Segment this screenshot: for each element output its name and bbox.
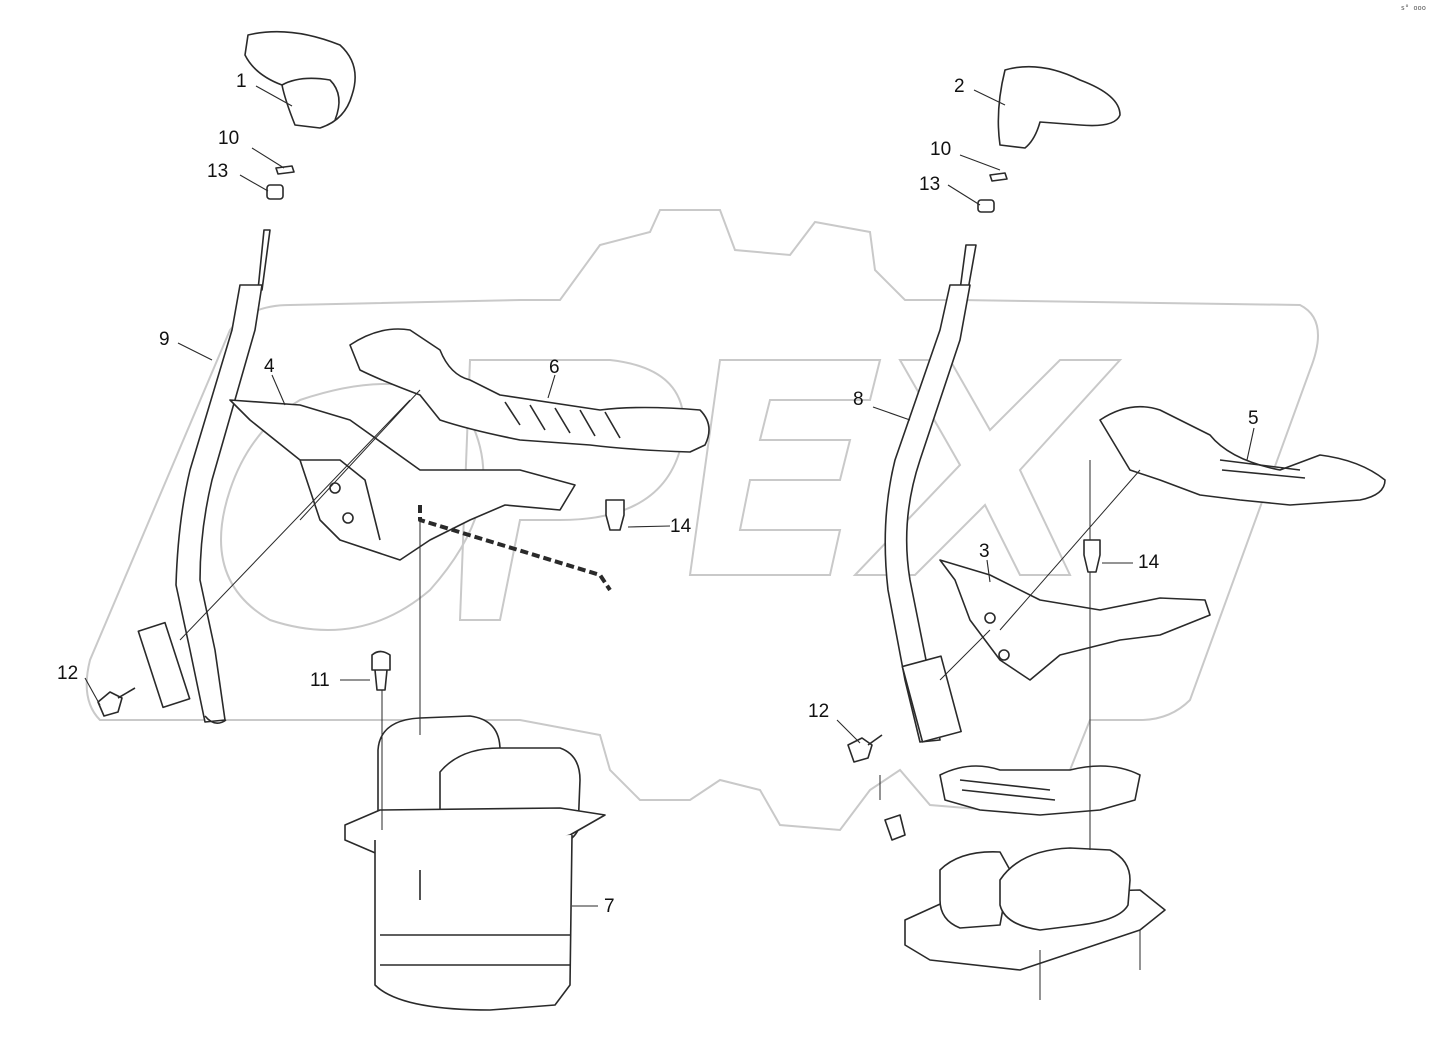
callout-12-right: 12 bbox=[808, 701, 830, 722]
pedal-right bbox=[1099, 405, 1386, 506]
callout-13-right: 13 bbox=[919, 174, 941, 195]
callout-6: 6 bbox=[549, 357, 560, 378]
callout-14-right: 14 bbox=[1138, 552, 1160, 573]
washer-right bbox=[989, 172, 1008, 182]
watermark bbox=[85, 209, 1319, 832]
lever-rod-right bbox=[959, 244, 977, 291]
callout-12-left: 12 bbox=[57, 663, 79, 684]
callout-2: 2 bbox=[954, 76, 965, 97]
leader-diag-right bbox=[939, 469, 1141, 681]
callout-leaders bbox=[84, 85, 1255, 907]
callout-5: 5 bbox=[1248, 408, 1259, 429]
callout-13-left: 13 bbox=[207, 161, 229, 182]
callout-8: 8 bbox=[853, 389, 864, 410]
callout-1: 1 bbox=[236, 71, 247, 92]
bracket-plate-left bbox=[137, 621, 191, 709]
callout-10-right: 10 bbox=[930, 139, 952, 160]
pedal-right-ridges bbox=[1219, 459, 1306, 479]
watermark-letter-e bbox=[688, 359, 882, 576]
bracket-plate-right bbox=[901, 655, 962, 743]
bracket-left-fold bbox=[300, 459, 381, 541]
pedal-left bbox=[349, 328, 710, 453]
bracket-left bbox=[229, 399, 576, 561]
line-art bbox=[84, 30, 1386, 1011]
leader-link-left bbox=[381, 520, 421, 830]
bracket-left-hole-b bbox=[342, 512, 354, 524]
callout-9: 9 bbox=[159, 329, 170, 350]
knob-left-face bbox=[281, 77, 340, 121]
screw-14-left bbox=[605, 499, 625, 531]
bracket-right-hole-a bbox=[984, 612, 996, 624]
watermark-letter-x bbox=[852, 359, 1123, 576]
callout-11: 11 bbox=[310, 670, 330, 691]
lever-left bbox=[175, 284, 263, 723]
lever-rod-left bbox=[257, 229, 271, 291]
callout-10-left: 10 bbox=[218, 128, 240, 149]
pedal-right-lower-ridges bbox=[959, 779, 1056, 801]
washer-left bbox=[275, 165, 295, 175]
bracket-right bbox=[939, 559, 1211, 681]
callout-4: 4 bbox=[264, 356, 275, 377]
lever-left-tip bbox=[204, 715, 227, 724]
bolt-left-thread bbox=[117, 687, 136, 699]
watermark-letter-p bbox=[458, 359, 685, 621]
knob-right bbox=[997, 65, 1121, 149]
collar-left bbox=[266, 184, 284, 200]
bracket-right-hole-b bbox=[998, 649, 1010, 661]
corner-mark: s° ooo bbox=[1400, 4, 1426, 12]
collar-right bbox=[977, 199, 995, 213]
lever-right bbox=[884, 284, 971, 743]
bolt-right-thread bbox=[867, 734, 883, 746]
bracket-left-hole-a bbox=[329, 482, 341, 494]
callout-3: 3 bbox=[979, 541, 990, 562]
bolt-left bbox=[97, 691, 123, 717]
callout-14-left: 14 bbox=[670, 516, 692, 537]
screw-14-right bbox=[1083, 539, 1101, 573]
bolt-right-lower bbox=[884, 814, 906, 841]
dashed-link-left bbox=[418, 505, 612, 592]
bolt-right bbox=[847, 737, 873, 763]
valve-left-bands bbox=[380, 870, 570, 966]
bolt-11 bbox=[371, 650, 391, 691]
callout-7: 7 bbox=[604, 896, 615, 917]
pedal-left-ridges bbox=[504, 401, 621, 439]
watermark-gear bbox=[85, 209, 1319, 832]
valve-right-boot-b bbox=[999, 847, 1131, 931]
leader-diag-left bbox=[179, 389, 421, 641]
leader-link-right bbox=[879, 460, 1141, 1000]
valve-left-body bbox=[374, 834, 573, 1011]
